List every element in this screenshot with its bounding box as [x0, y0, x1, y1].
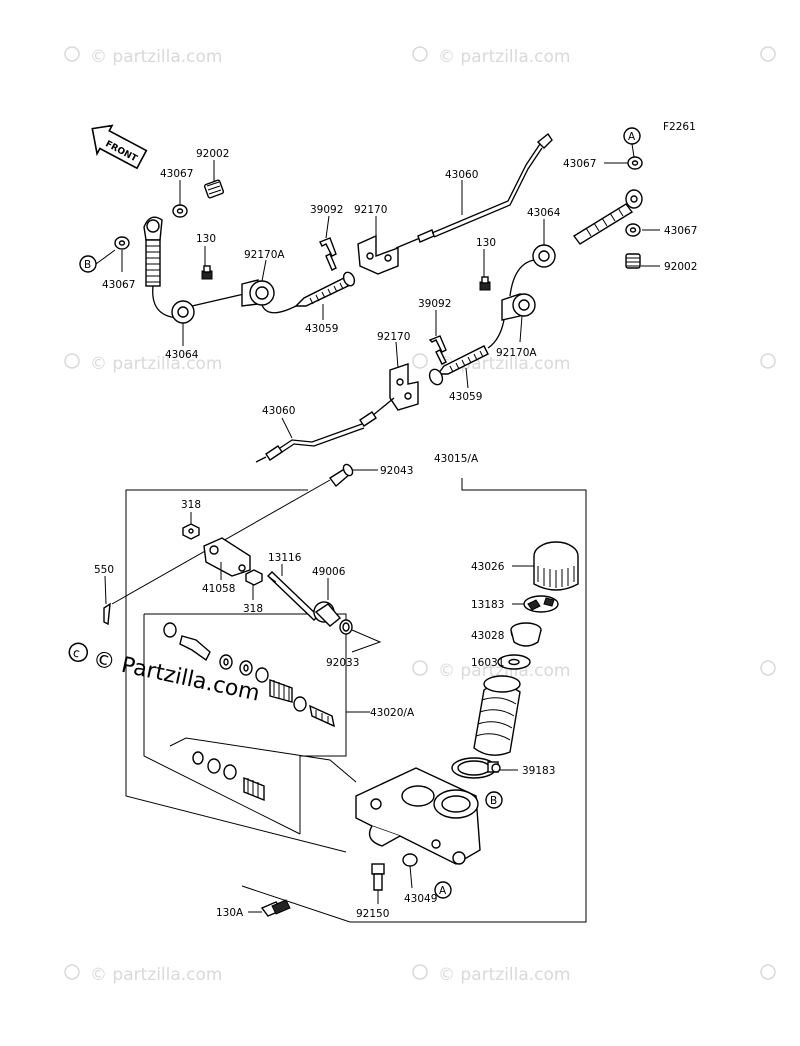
label-92033: 92033 — [326, 657, 359, 669]
label-43060-top: 43060 — [445, 169, 478, 181]
callout-b-left: B — [79, 255, 97, 273]
label-130a: 130A — [216, 907, 244, 919]
label-13116: 13116 — [268, 552, 302, 564]
watermark: © partzilla.com — [64, 353, 223, 374]
label-92170a-left: 92170A — [244, 249, 285, 261]
master-cylinder-assembly — [103, 463, 587, 923]
label-92043: 92043 — [380, 465, 413, 477]
svg-text:© partzilla.com: © partzilla.com — [438, 661, 571, 681]
label-130-right: 130 — [476, 237, 496, 249]
label-318-bot: 318 — [243, 603, 263, 615]
label-43067-ra: 43067 — [563, 158, 596, 170]
watermark: © partzilla.com — [64, 46, 223, 67]
watermarks: © partzilla.com © partzilla.com © partzi… — [64, 46, 776, 985]
svg-text:© partzilla.com: © partzilla.com — [438, 47, 571, 67]
label-43067-b: 43067 — [102, 279, 135, 291]
watermark: © partzilla.com — [412, 46, 571, 67]
label-39092-mid: 39092 — [418, 298, 451, 310]
part-labels: 92002 43067 43067 130 92170A 39092 92170… — [94, 148, 697, 920]
label-92170-mid: 92170 — [377, 331, 410, 343]
label-92170-top: 92170 — [354, 204, 387, 216]
label-43020a: 43020/A — [370, 707, 415, 719]
svg-text:© Partzilla.com: © Partzilla.com — [91, 647, 262, 707]
label-41058: 41058 — [202, 583, 235, 595]
svg-text:B: B — [84, 259, 91, 271]
label-43064-left: 43064 — [165, 349, 199, 361]
label-43067-right: 43067 — [664, 225, 697, 237]
watermark: © partzilla.com — [412, 660, 571, 681]
watermark — [760, 964, 776, 980]
figure-id: F2261 — [663, 121, 696, 133]
label-92002-top: 92002 — [196, 148, 229, 160]
label-43059-top: 43059 — [305, 323, 338, 335]
svg-text:© partzilla.com: © partzilla.com — [90, 965, 223, 985]
label-92002-right: 92002 — [664, 261, 697, 273]
svg-text:© partzilla.com: © partzilla.com — [90, 47, 223, 67]
primary-watermark: c © Partzilla.com — [68, 642, 262, 707]
svg-text:A: A — [439, 885, 447, 897]
label-130-left: 130 — [196, 233, 216, 245]
svg-text:c: c — [72, 645, 81, 660]
svg-text:© partzilla.com: © partzilla.com — [90, 354, 223, 374]
label-13183: 13183 — [471, 599, 504, 611]
front-arrow-icon: FRONT — [91, 124, 148, 170]
label-43067-top: 43067 — [160, 168, 193, 180]
label-43064-right: 43064 — [527, 207, 561, 219]
label-43059-mid: 43059 — [449, 391, 482, 403]
label-39183: 39183 — [522, 765, 555, 777]
label-43060-mid: 43060 — [262, 405, 295, 417]
watermark: © partzilla.com — [64, 964, 223, 985]
label-43028: 43028 — [471, 630, 504, 642]
watermark — [760, 660, 776, 676]
cable-assembly-left — [114, 132, 553, 324]
label-16031: 16031 — [471, 657, 504, 669]
leader-lines — [95, 143, 660, 913]
label-43049: 43049 — [404, 893, 437, 905]
cable-assembly-right — [255, 156, 643, 463]
callout-b-cylinder: B — [485, 791, 503, 809]
watermark — [760, 46, 776, 62]
label-550: 550 — [94, 564, 114, 576]
label-92150: 92150 — [356, 908, 389, 920]
label-49006: 49006 — [312, 566, 346, 578]
label-39092-top: 39092 — [310, 204, 343, 216]
label-92170a-right: 92170A — [496, 347, 537, 359]
svg-text:A: A — [628, 131, 636, 143]
svg-text:B: B — [490, 795, 497, 807]
label-43015a: 43015/A — [434, 453, 479, 465]
svg-text:© partzilla.com: © partzilla.com — [438, 965, 571, 985]
callout-a-cylinder: A — [434, 881, 452, 899]
watermark — [760, 353, 776, 369]
label-318-top: 318 — [181, 499, 201, 511]
label-43026: 43026 — [471, 561, 505, 573]
callout-a-top: A — [623, 127, 641, 145]
watermark: © partzilla.com — [412, 964, 571, 985]
